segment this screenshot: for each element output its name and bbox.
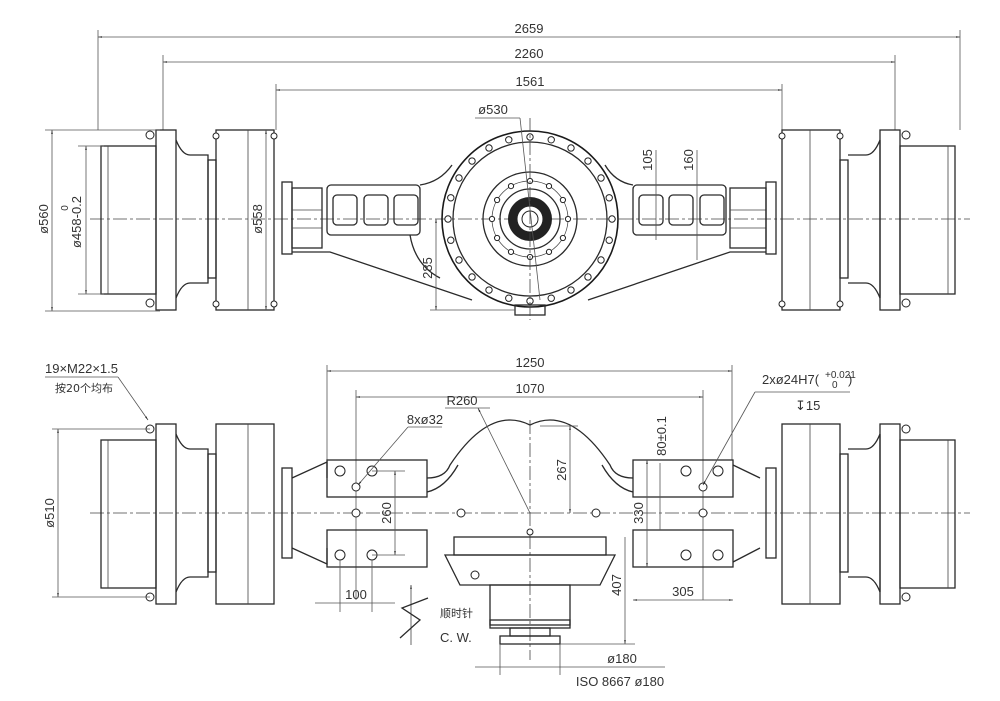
housing-bolt xyxy=(455,256,463,264)
dim-dia-458: ø458-0.2 xyxy=(69,196,84,248)
dim-267: 267 xyxy=(554,459,569,481)
dim-drum-558: ø558 xyxy=(250,130,267,310)
rotation-cn: 顺时针 xyxy=(440,606,473,620)
inner-bolt xyxy=(559,196,567,204)
callout-8x32: 8xø32 xyxy=(407,412,443,427)
left-mount-pads: 260 100 8xø32 xyxy=(315,412,634,612)
housing-bolt xyxy=(505,294,513,302)
housing-bolt xyxy=(584,273,592,281)
dim-hub-510: ø510 xyxy=(42,428,150,598)
housing-bolt xyxy=(444,215,452,223)
dowel-tol-close: ) xyxy=(848,372,852,387)
differential-housing: ø530 285 xyxy=(420,102,619,320)
dim-mount-span-outer: 1250 xyxy=(326,355,733,460)
input-flange-dims: 407 ø180 ISO 8667 ø180 xyxy=(475,537,665,689)
housing-bolt xyxy=(468,273,476,281)
right-wheel-hub xyxy=(778,129,956,311)
inner-bolt xyxy=(507,182,515,190)
callout-dowel: 2xø24H7( xyxy=(762,372,820,387)
housing-bolt xyxy=(605,194,613,202)
right-wheel-hub-top xyxy=(765,423,956,605)
dim-305: 305 xyxy=(672,584,694,599)
dim-overall-length: 2659 xyxy=(97,21,961,130)
dim-2659: 2659 xyxy=(515,21,544,36)
housing-bolt xyxy=(447,236,455,244)
housing-bolt xyxy=(567,286,575,294)
dim-1250: 1250 xyxy=(516,355,545,370)
housing-bolt xyxy=(567,144,575,152)
housing-bolt xyxy=(505,136,513,144)
rotation-en: C. W. xyxy=(440,630,472,645)
hub-bolt-note: 按20个均布 xyxy=(55,381,113,395)
dim-160: 160 xyxy=(681,149,696,171)
tol-458-upper: 0 xyxy=(60,205,71,211)
housing-bolt xyxy=(597,256,605,264)
housing-bolt xyxy=(485,144,493,152)
inner-bolt-circle xyxy=(488,177,572,261)
left-wheel-hub-top xyxy=(100,423,328,605)
rotation-indicator: 顺时针 C. W. xyxy=(399,585,473,645)
dim-hub-458: 0 ø458-0.2 xyxy=(60,145,104,295)
housing-bolt-circle xyxy=(444,133,616,305)
top-view: 1250 1070 ø510 xyxy=(42,355,970,689)
housing-bolt xyxy=(584,157,592,165)
left-wheel-hub xyxy=(100,129,278,311)
housing-bolt xyxy=(608,215,616,223)
dim-407: 407 xyxy=(609,574,624,596)
dim-330: 330 xyxy=(631,502,646,524)
right-axle-arm: 105 160 xyxy=(587,149,777,301)
dim-dia-560: ø560 xyxy=(36,204,51,234)
housing-bolt xyxy=(447,194,455,202)
dim-mount-span-inner: 1070 xyxy=(355,381,704,600)
callout-r260: R260 xyxy=(446,393,477,408)
dim-80-tol: 80±0.1 xyxy=(654,416,669,456)
dim-dia-530: ø530 xyxy=(478,102,508,117)
inner-bolt xyxy=(488,215,496,223)
dim-hub-560: ø560 xyxy=(36,129,160,312)
inner-bolt xyxy=(545,182,553,190)
inner-bolt xyxy=(493,196,501,204)
dim-285: 285 xyxy=(420,257,435,279)
dim-260: 260 xyxy=(379,502,394,524)
inner-bolt xyxy=(493,234,501,242)
dowel-tol-lower: 0 xyxy=(832,380,838,391)
callout-hub-bolts: 19×M22×1.5 按20个均布 xyxy=(45,361,149,421)
dim-dia-558: ø558 xyxy=(250,204,265,234)
dim-2260: 2260 xyxy=(515,46,544,61)
inner-bolt xyxy=(559,234,567,242)
hub-bolt-spec: 19×M22×1.5 xyxy=(45,361,118,376)
dowel-tol-upper: +0.021 xyxy=(825,370,856,381)
dim-100: 100 xyxy=(345,587,367,602)
housing-bolt xyxy=(485,286,493,294)
housing-bolt xyxy=(468,157,476,165)
housing-bolt xyxy=(547,136,555,144)
housing-bolt xyxy=(605,236,613,244)
front-view: 2659 2260 1561 xyxy=(36,21,970,320)
dim-dia-510: ø510 xyxy=(42,498,57,528)
inner-bolt xyxy=(564,215,572,223)
dim-housing-span: 1561 xyxy=(275,74,783,130)
dim-1561: 1561 xyxy=(516,74,545,89)
inner-bolt xyxy=(507,248,515,256)
dim-dia-180: ø180 xyxy=(607,651,637,666)
inner-bolt xyxy=(545,248,553,256)
dim-1070: 1070 xyxy=(516,381,545,396)
housing-bolt xyxy=(547,294,555,302)
dim-105: 105 xyxy=(640,149,655,171)
housing-bolt xyxy=(455,174,463,182)
center-housing-top: R260 267 xyxy=(443,393,617,660)
right-mount-pads: 80±0.1 330 305 2xø24H7( +0.021 0 ) ↧15 xyxy=(631,370,856,601)
dowel-depth: ↧15 xyxy=(795,398,820,413)
housing-bolt xyxy=(597,174,605,182)
iso-flange-spec: ISO 8667 ø180 xyxy=(576,674,664,689)
dim-flange-span: 2260 xyxy=(162,46,896,130)
